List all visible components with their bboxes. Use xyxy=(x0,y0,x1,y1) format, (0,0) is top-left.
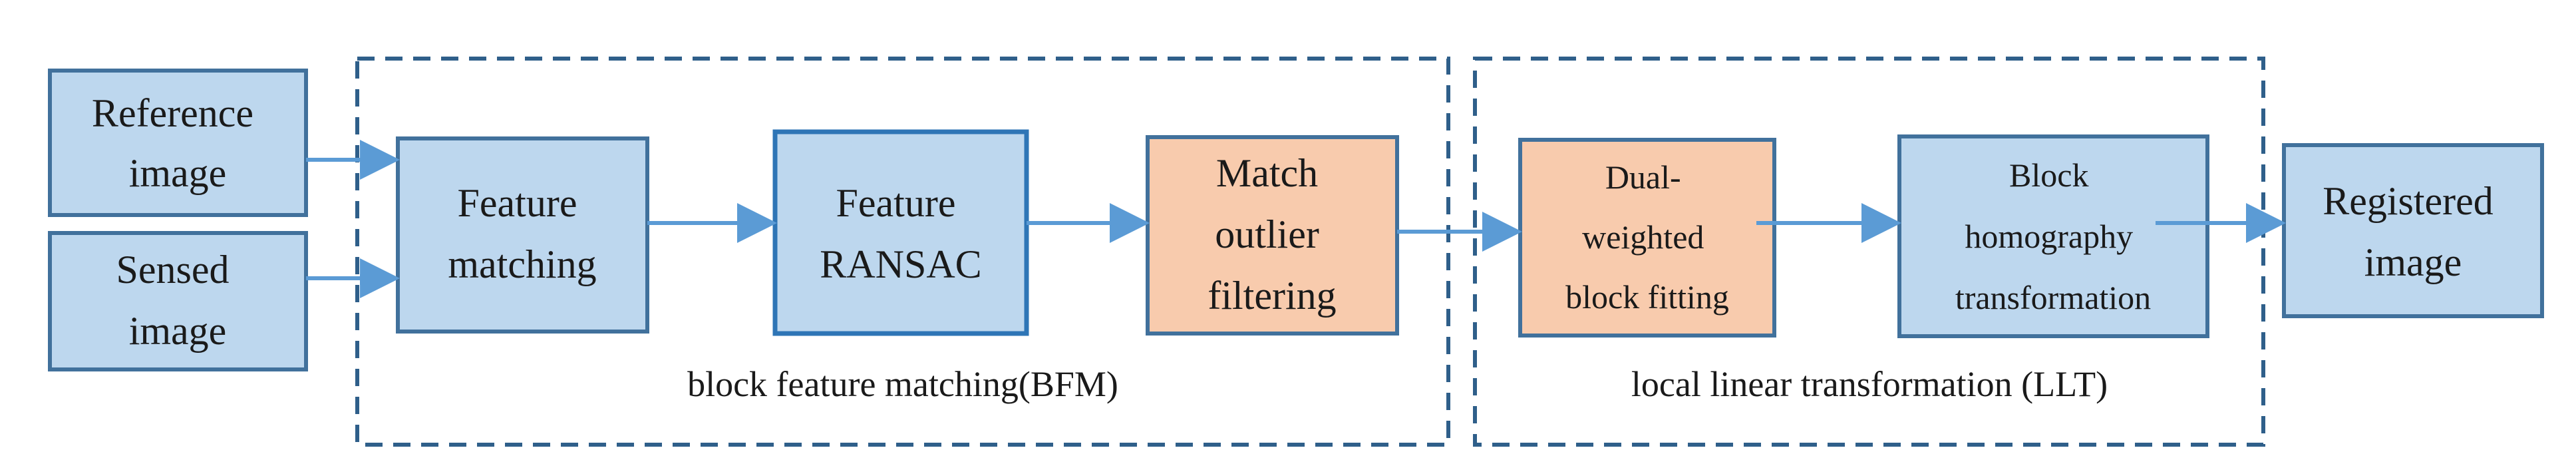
registered-image-label-line2: image xyxy=(2364,240,2462,284)
svg-text:Match outlier filt: Match outlier filtering xyxy=(1208,151,1336,318)
registered-image-label-line1: Registered xyxy=(2323,179,2494,223)
match-outlier-label-line3: filtering xyxy=(1208,274,1336,318)
reference-image-label-line1: Reference xyxy=(92,91,253,135)
sensed-image-label-line1: Sensed xyxy=(116,248,230,292)
svg-text:Sensed image: Sensed image xyxy=(116,248,240,353)
dual-weighted-label-line3: block fitting xyxy=(1565,278,1729,316)
match-outlier-label-line1: Match xyxy=(1216,151,1318,195)
dual-weighted-label-line2: weighted xyxy=(1582,218,1704,256)
sensed-image-label-line2: image xyxy=(129,309,227,353)
svg-text:Dual- weighted blo: Dual- weighted block fitting xyxy=(1565,158,1729,316)
reference-image-box xyxy=(48,69,308,217)
svg-text:Feature matching: Feature matching xyxy=(448,181,596,286)
feature-matching-label-line2: matching xyxy=(448,242,596,286)
feature-matching-label-line1: Feature xyxy=(458,181,577,225)
feature-ransac-label-line2: RANSAC xyxy=(820,242,981,286)
match-outlier-filtering-node: Match outlier filtering xyxy=(1146,135,1399,336)
match-outlier-label-line2: outlier xyxy=(1215,212,1319,256)
reference-image-node: Reference image xyxy=(48,69,308,217)
llt-group-label: local linear transformation (LLT) xyxy=(1631,364,2108,404)
sensed-image-box xyxy=(48,231,308,371)
svg-text:Reference image: Reference image xyxy=(92,91,263,195)
feature-ransac-label-line1: Feature xyxy=(836,181,956,225)
svg-text:Block homography t: Block homography transformation xyxy=(1955,156,2151,316)
feature-ransac-box xyxy=(772,129,1029,336)
bfm-group-frame xyxy=(355,57,1450,447)
svg-text:Feature RANSAC: Feature RANSAC xyxy=(820,181,981,286)
registered-image-node: Registered image xyxy=(2282,143,2544,318)
block-homography-transformation-box xyxy=(1897,134,2209,338)
feature-matching-box xyxy=(396,136,649,334)
feature-matching-node: Feature matching xyxy=(396,136,649,334)
svg-text:Registered image: Registered image xyxy=(2323,179,2503,284)
block-homography-label-line3: transformation xyxy=(1955,279,2151,316)
registered-image-box xyxy=(2282,143,2544,318)
block-homography-transformation-node: Block homography transformation xyxy=(1897,134,2209,338)
dual-weighted-block-fitting-node: Dual- weighted block fitting xyxy=(1518,138,1776,338)
dual-weighted-block-fitting-box xyxy=(1518,138,1776,338)
sensed-image-node: Sensed image xyxy=(48,231,308,371)
block-homography-label-line2: homography xyxy=(1965,218,2133,255)
llt-group-frame xyxy=(1473,57,2265,447)
bfm-group-label: block feature matching(BFM) xyxy=(687,364,1118,404)
dual-weighted-label-line1: Dual- xyxy=(1605,158,1681,196)
feature-ransac-node: Feature RANSAC xyxy=(772,129,1029,336)
reference-image-label-line2: image xyxy=(129,151,227,195)
block-homography-label-line1: Block xyxy=(2009,156,2088,194)
